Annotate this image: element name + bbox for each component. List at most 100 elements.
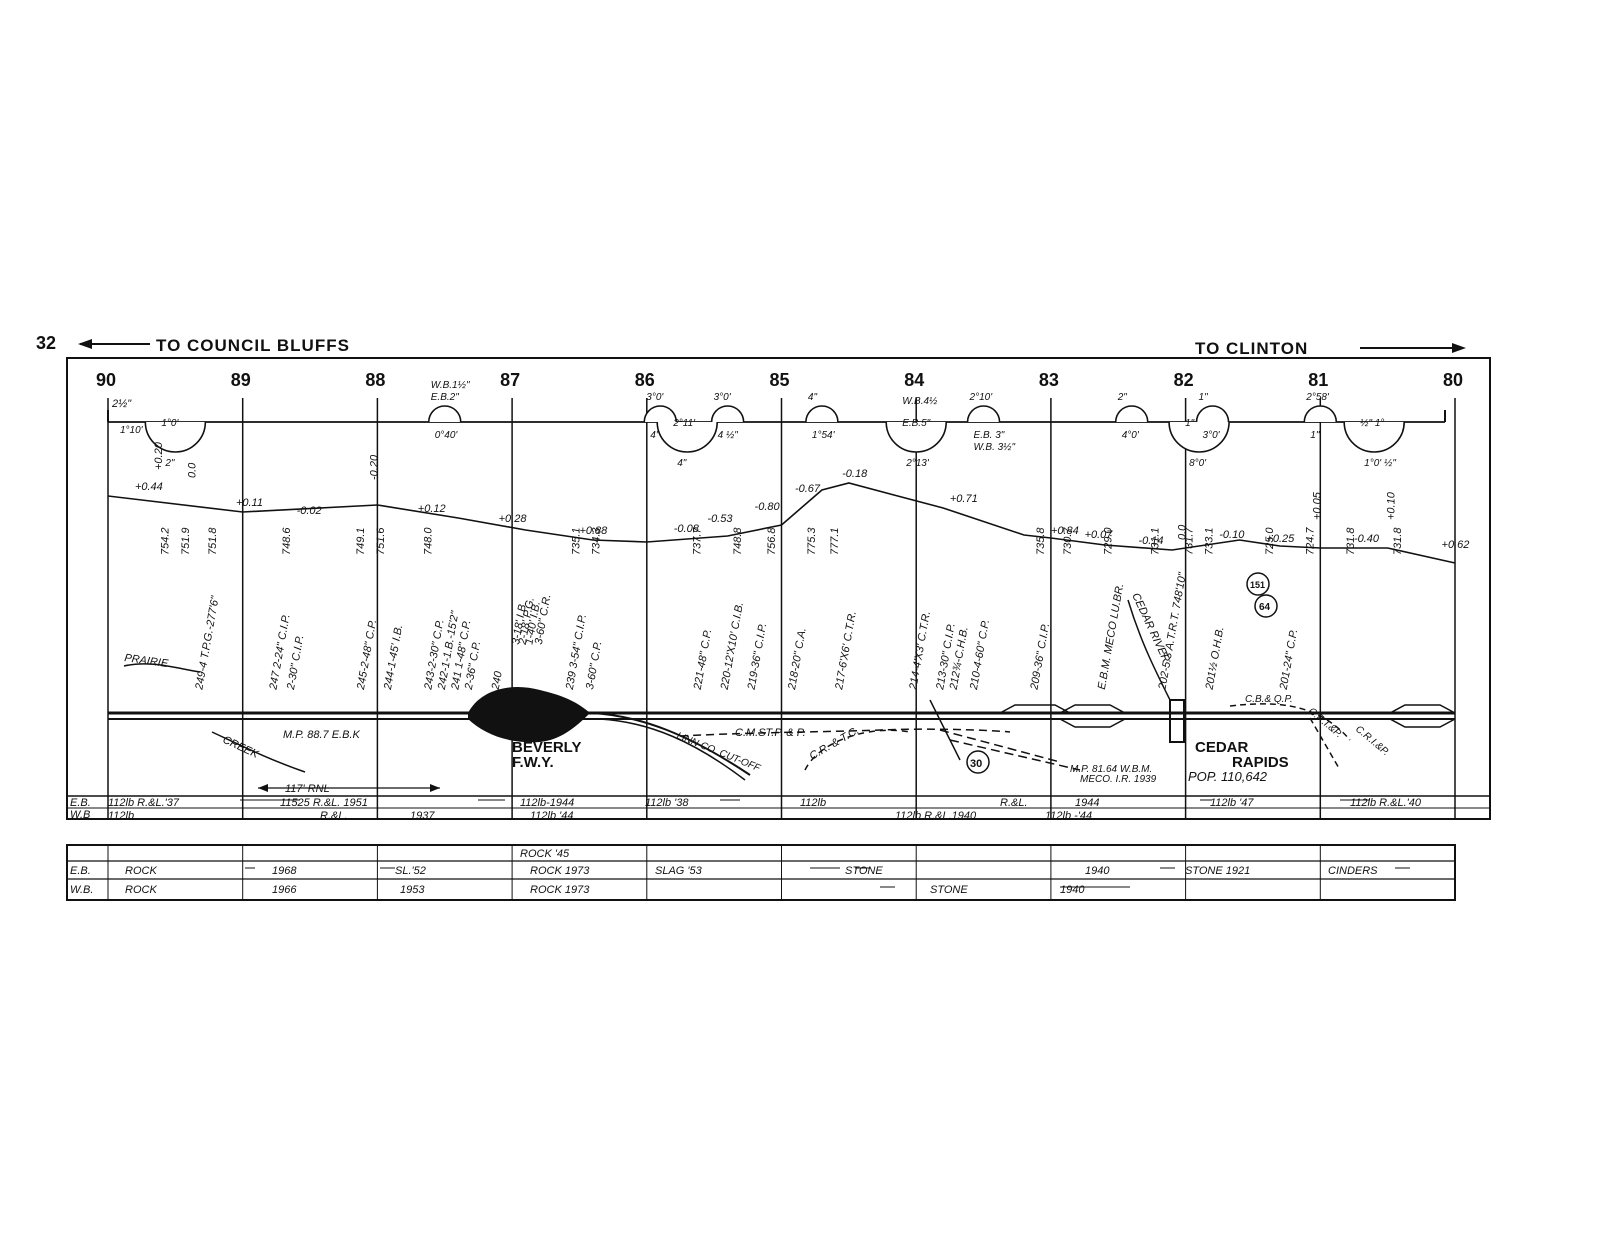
- structure-label: 202-5.3 A.T.R.T. 748'10": [1156, 571, 1189, 692]
- structure-label: 220-12'X10' C.I.B.: [719, 601, 746, 691]
- us-30-shield: 30: [966, 750, 990, 774]
- grade-label: +0.88: [579, 525, 608, 537]
- elevation-label: 751.6: [375, 527, 387, 555]
- grade-label: +0.07: [1085, 529, 1114, 541]
- structure-label: 217-6'X6' C.T.R.: [833, 610, 859, 691]
- milepost-label: 80: [1443, 370, 1463, 390]
- grade-label: -0.80: [755, 501, 781, 513]
- cedar-label: CEDAR: [1195, 739, 1249, 756]
- grade-label: +0.25: [1266, 533, 1295, 545]
- ballast-wb-label: W.B.: [70, 884, 93, 896]
- us-64-label: 64: [1259, 602, 1271, 613]
- milepost-label: 88: [365, 370, 385, 390]
- structure-label: 209-36" C.I.P.: [1028, 622, 1052, 691]
- ballast-eb-entry: SLAG '53: [655, 865, 703, 877]
- mp-887-label: M.P. 88.7 E.B.K: [283, 729, 361, 741]
- structure-labels: 249-4 T.P.G.-277'6"247 2-24" C.I.P.2-30"…: [193, 571, 1300, 692]
- ballast-wb-entry: ROCK: [125, 884, 157, 896]
- elevation-label: 733.1: [1204, 527, 1216, 555]
- curve-top-label: 1°0': [161, 418, 179, 429]
- structure-label: 210-4-60" C.P.: [968, 619, 992, 692]
- grade-label: +0.05: [1311, 491, 1323, 520]
- beverly-fwy-label: F.W.Y.: [512, 754, 554, 771]
- grade-label: +0.62: [1442, 539, 1470, 551]
- grade-label: +0.10: [1385, 491, 1397, 520]
- grade-label: +0.84: [1051, 525, 1079, 537]
- rail-eb-entry: 112lb R.&L.'40: [1350, 797, 1422, 809]
- structure-label: 201½ O.H.B.: [1204, 626, 1227, 692]
- grade-labels: +0.44+0.200.0+0.11-0.02-0.20+0.12+0.28+0…: [135, 441, 1469, 551]
- curve-bump: [643, 405, 678, 423]
- structure-label: 201-24" C.P.: [1278, 628, 1301, 691]
- elevation-label: 734.3: [591, 527, 603, 555]
- elevation-label: 735.1: [570, 527, 582, 555]
- rail-wb-entry: 112lb: [108, 810, 134, 822]
- curve-bump: [1343, 421, 1405, 453]
- milepost-label: 83: [1039, 370, 1059, 390]
- creek-label: CREEK: [221, 734, 261, 761]
- curve-bottom-label: 1": [1310, 430, 1320, 441]
- page-number: 32: [36, 333, 56, 353]
- curvature-line: 2½"1°10'1°0'2"E.B.2"W.B.1½"0°40'3°0'4"2°…: [107, 380, 1446, 469]
- curve-top-label: ½" 1°: [1360, 418, 1384, 429]
- milepost-label: 87: [500, 370, 520, 390]
- main-frame: [66, 357, 1491, 820]
- cbq-label: C.B.& Q.P.: [1245, 694, 1293, 705]
- east-arrow: [1360, 343, 1466, 353]
- elevation-label: 730.7: [1062, 527, 1074, 555]
- elevation-label: 748.0: [422, 527, 434, 555]
- curve-bottom-label: 3°0': [1203, 430, 1221, 441]
- us-151-shield: 151 64: [1246, 572, 1278, 618]
- curve-top2-label: W.B.4½: [902, 396, 938, 407]
- structure-label: E.B.M. MECO LU.BR.: [1096, 582, 1126, 690]
- grade-profile: [107, 482, 1456, 564]
- curve-bump: [1168, 421, 1230, 453]
- curve-top-label: 1": [1185, 418, 1195, 429]
- curve-top-label: 2": [1117, 392, 1128, 403]
- curve-bump: [885, 421, 947, 453]
- cmst-label: C.M.ST.P. & P.: [735, 727, 806, 739]
- curve-top-label: 3°0': [646, 392, 664, 403]
- rail-wb-entry: 112lb R.&L.1940: [895, 810, 977, 822]
- elevation-label: 754.2: [160, 527, 172, 555]
- elevation-label: 748.6: [281, 527, 293, 555]
- structure-label: 214-4'X3' C.T.R.: [907, 610, 933, 691]
- curve-bump: [1303, 405, 1338, 423]
- population-label: POP. 110,642: [1188, 769, 1268, 784]
- ballast-eb-entry: SL.'52: [395, 865, 426, 877]
- grade-label: -0.67: [795, 483, 821, 495]
- milepost-label: 84: [904, 370, 924, 390]
- curve-bottom-label: 2°13': [905, 458, 930, 469]
- milepost-label: 86: [635, 370, 655, 390]
- ballast-eb-entry: STONE: [845, 865, 883, 877]
- rail-wb-label: W.B: [70, 809, 90, 821]
- rail-eb-entry: 112lb '47: [1210, 797, 1254, 809]
- ballast-eb-label: E.B.: [70, 865, 91, 877]
- grade-label: -0.53: [707, 513, 733, 525]
- structure-label: 245-2-48" C.P.: [355, 619, 379, 692]
- elevation-label: 737.7: [692, 527, 704, 555]
- cri-label-1: C.R.I.&P.: [1306, 706, 1344, 740]
- curve-bump: [1195, 405, 1230, 423]
- grade-label: +0.20: [153, 441, 165, 470]
- grade-label: -0.10: [1219, 529, 1245, 541]
- milepost-label: 85: [770, 370, 790, 390]
- grade-label: +0.44: [135, 481, 163, 493]
- curve-bump: [710, 405, 745, 423]
- rail-eb-entry: 1944: [1075, 797, 1099, 809]
- rnl-arrow: [258, 784, 440, 792]
- structure-label: 3-60" C.P.: [584, 640, 604, 690]
- curve-bump: [966, 405, 1001, 423]
- rail-eb-entry: R.&L.: [1000, 797, 1028, 809]
- curve-top-label: 2°58': [1305, 392, 1330, 403]
- rail-eb-entry: 11525 R.&L. 1951: [280, 797, 368, 809]
- curve-bump: [805, 405, 839, 423]
- elevation-label: 749.1: [355, 527, 367, 555]
- elevation-label: 735.8: [1035, 527, 1047, 555]
- mp-8164-label: M.P. 81.64 W.B.M.: [1070, 764, 1152, 775]
- rail-eb-entry: 112lb-1944: [520, 797, 574, 809]
- rail-eb-entry: 112lb R.&L.'37: [108, 797, 180, 809]
